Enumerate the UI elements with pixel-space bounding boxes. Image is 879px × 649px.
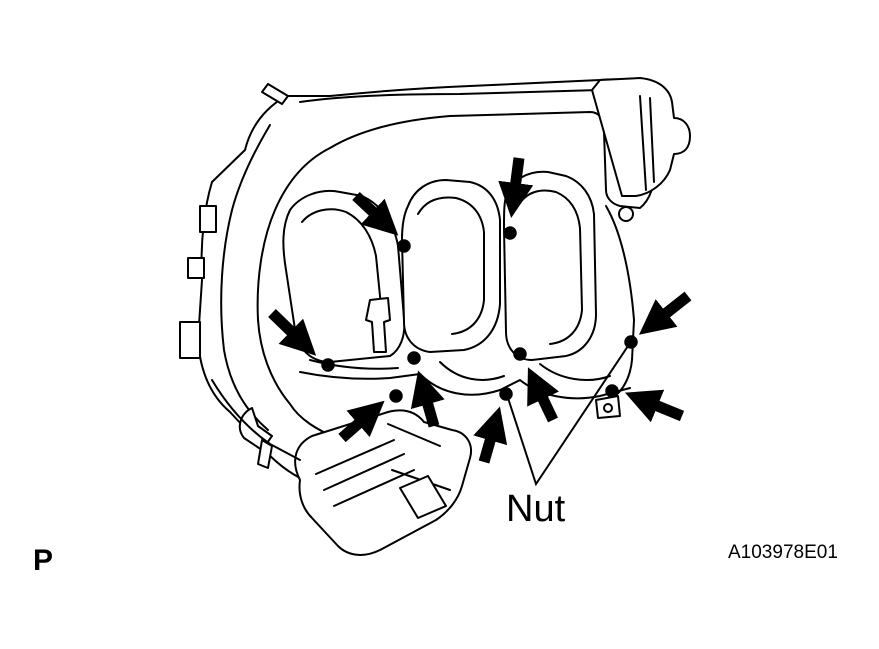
hex-nut-icon	[503, 226, 517, 240]
fastener-pointer-arrow-icon	[338, 400, 385, 443]
hex-nut-icon	[605, 384, 619, 398]
runner-3-inner	[517, 189, 583, 345]
tab-right-hole	[603, 403, 613, 413]
sensor-block	[365, 297, 391, 353]
figure-id-label: A103978E01	[728, 542, 838, 563]
nuts	[321, 226, 638, 403]
fastener-pointer-arrow-icon	[527, 367, 559, 423]
hex-nut-icon	[499, 387, 513, 401]
nut-leader-lines	[507, 345, 629, 487]
lower-flange	[299, 371, 631, 400]
lower-flange-2	[309, 359, 611, 381]
bracket-1	[199, 205, 217, 233]
bracket-3	[179, 321, 201, 359]
runner-1-inner	[301, 208, 383, 317]
inlet-stub	[261, 83, 289, 105]
bracket-2	[187, 257, 205, 279]
pointer-arrows	[268, 157, 692, 464]
runner-3	[503, 170, 597, 361]
fastener-pointer-arrow-icon	[498, 157, 534, 218]
throttle-body	[294, 409, 472, 556]
fastener-pointer-arrow-icon	[352, 191, 399, 236]
runner-2	[401, 179, 501, 353]
fastener-pointer-arrow-icon	[473, 406, 508, 464]
hex-nut-icon	[624, 335, 638, 349]
end-cap-rib	[639, 95, 655, 191]
fastener-pointer-arrow-icon	[410, 370, 445, 428]
left-lower-line	[211, 379, 301, 461]
hex-nut-icon	[389, 389, 403, 403]
fastener-pointer-arrow-icon	[268, 309, 317, 356]
end-cap	[591, 77, 691, 197]
fastener-pointer-arrow-icon	[624, 389, 685, 423]
view-indicator-label: P	[33, 544, 54, 577]
fastener-pointer-arrow-icon	[638, 291, 692, 335]
runner-2-inner	[417, 196, 485, 335]
hex-nut-icon	[407, 351, 421, 365]
throttle-body-inner	[315, 423, 451, 507]
nut-callout-label: Nut	[506, 488, 566, 530]
leader-line	[507, 345, 629, 487]
hex-nut-icon	[513, 347, 527, 361]
hex-nut-icon	[321, 358, 335, 372]
boss-right	[618, 206, 634, 222]
hex-nut-icon	[397, 239, 411, 253]
manifold-drawing	[179, 77, 691, 556]
throttle-connector	[399, 475, 447, 519]
right-side	[605, 205, 635, 401]
plenum-inner-line	[220, 124, 271, 431]
